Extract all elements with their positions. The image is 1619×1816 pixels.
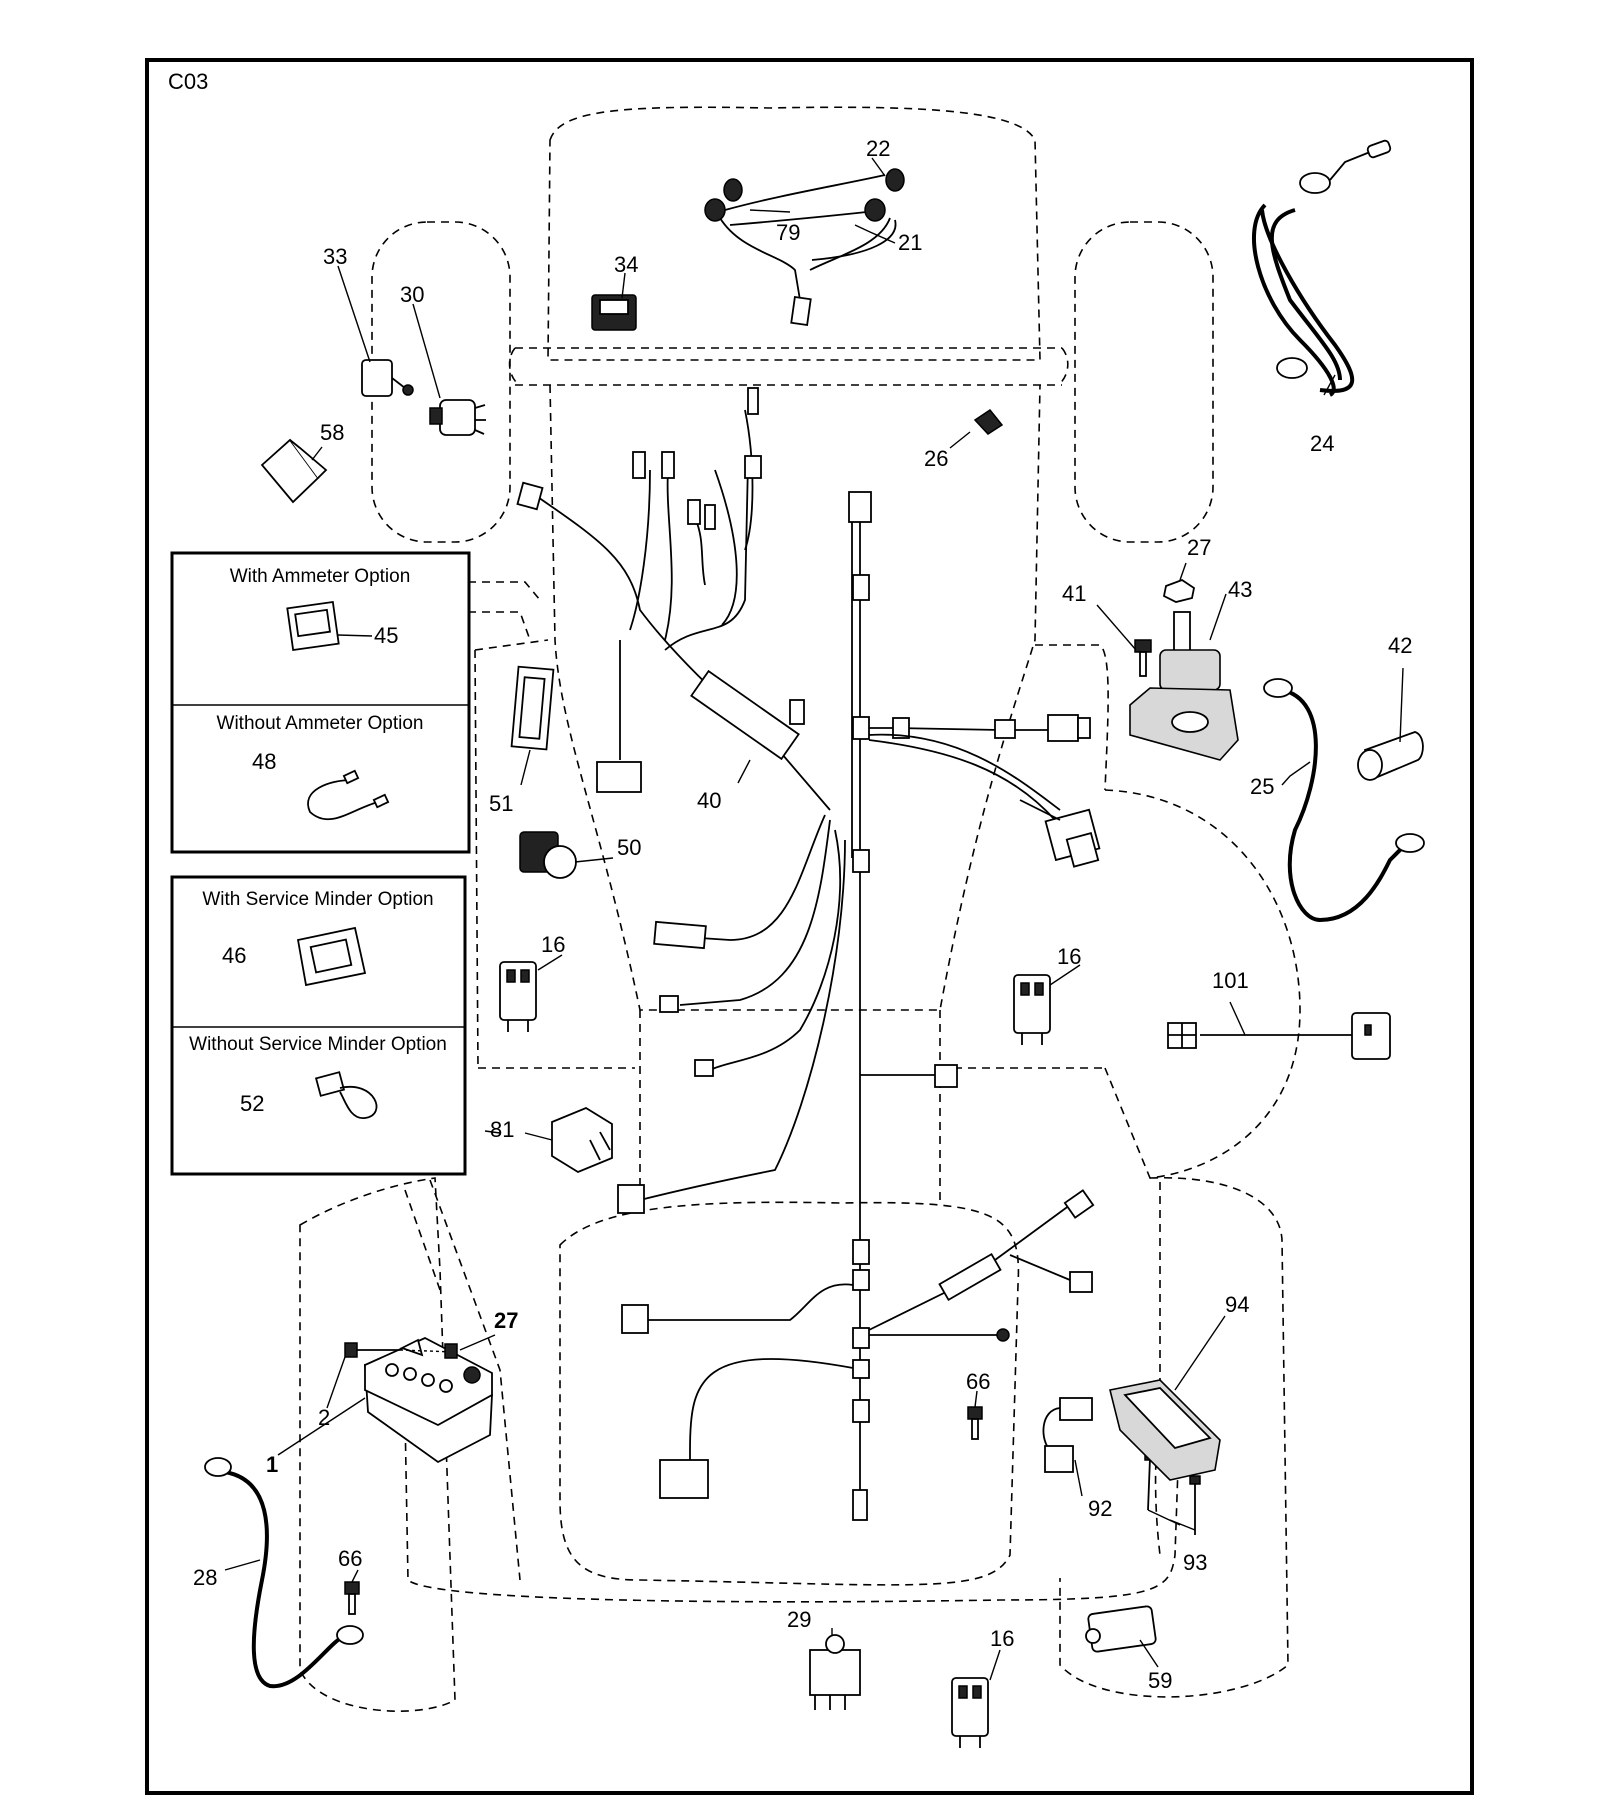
part-94-switch-assembly <box>1109 1379 1221 1481</box>
callout-51: 51 <box>489 791 513 816</box>
part-27-nut <box>1162 578 1196 603</box>
part-66-bolt-left <box>344 1581 360 1615</box>
callout-26: 26 <box>924 446 948 471</box>
callout-27-battery: 27 <box>494 1308 518 1333</box>
part-46-service-minder <box>296 926 367 987</box>
callout-1: 1 <box>266 1452 278 1477</box>
diagram-frame <box>145 58 1474 1795</box>
callout-50: 50 <box>617 835 641 860</box>
callout-94: 94 <box>1225 1292 1249 1317</box>
callout-25: 25 <box>1250 774 1274 799</box>
part-34-switch <box>591 294 637 331</box>
part-41-bolt <box>1134 639 1152 677</box>
callout-59: 59 <box>1148 1668 1172 1693</box>
callout-16-right: 16 <box>1057 944 1081 969</box>
callout-labels: 22 79 21 34 33 30 58 26 24 27 41 43 42 2… <box>193 136 1412 1693</box>
part-52-jumper-plug <box>314 1071 378 1119</box>
callout-93: 93 <box>1183 1550 1207 1575</box>
headlight-harness <box>704 168 905 327</box>
callout-2: 2 <box>318 1405 330 1430</box>
tractor-outline <box>299 106 1301 1712</box>
callout-22: 22 <box>866 136 890 161</box>
callout-41: 41 <box>1062 581 1086 606</box>
service-minder-option-box: With Service Minder Option 46 Without Se… <box>170 875 467 1176</box>
part-42-boot <box>1357 731 1424 781</box>
part-28-cable <box>204 1457 364 1689</box>
part-16-relay-bottom <box>951 1677 989 1748</box>
part-30-ignition-switch <box>429 399 486 436</box>
callout-66-right: 66 <box>966 1369 990 1394</box>
callout-45: 45 <box>374 623 398 648</box>
without-ammeter-label: Without Ammeter Option <box>217 713 424 734</box>
part-48-jumper-wire <box>307 769 390 821</box>
callout-92: 92 <box>1088 1496 1112 1521</box>
callout-48: 48 <box>252 749 276 774</box>
part-1-battery <box>364 1336 493 1464</box>
diagram-code: C03 <box>168 69 208 94</box>
callout-42: 42 <box>1388 633 1412 658</box>
callout-33: 33 <box>323 244 347 269</box>
callout-21: 21 <box>898 230 922 255</box>
part-43-solenoid <box>1129 611 1239 761</box>
part-66-bolt-right <box>967 1406 983 1440</box>
callout-81: 81 <box>490 1117 514 1142</box>
part-101-harness <box>1167 1012 1391 1060</box>
with-service-minder-label: With Service Minder Option <box>202 889 433 910</box>
callout-30: 30 <box>400 282 424 307</box>
callout-101: 101 <box>1212 968 1249 993</box>
ammeter-option-box: With Ammeter Option 45 Without Ammeter O… <box>170 551 471 854</box>
part-16-relay-left <box>499 961 537 1032</box>
part-2-bolt <box>344 1342 458 1359</box>
callout-34: 34 <box>614 252 638 277</box>
part-26-fuse <box>973 408 1004 435</box>
callout-46: 46 <box>222 943 246 968</box>
with-ammeter-label: With Ammeter Option <box>230 566 411 587</box>
callout-52: 52 <box>240 1091 264 1116</box>
part-33-key <box>361 359 414 397</box>
part-25-cable <box>1263 678 1425 923</box>
callout-79: 79 <box>776 220 800 245</box>
part-59-module <box>1085 1605 1157 1653</box>
part-58 <box>260 438 328 504</box>
callout-16-bottom: 16 <box>990 1626 1014 1651</box>
main-harness <box>516 387 1101 1521</box>
part-16-relay-right <box>1013 974 1051 1045</box>
callout-16-left: 16 <box>541 932 565 957</box>
callout-43: 43 <box>1228 577 1252 602</box>
callout-58: 58 <box>320 420 344 445</box>
callout-28: 28 <box>193 1565 217 1590</box>
callout-66-left: 66 <box>338 1546 362 1571</box>
callout-40: 40 <box>697 788 721 813</box>
callout-27-top: 27 <box>1187 535 1211 560</box>
callout-29: 29 <box>787 1607 811 1632</box>
callout-24: 24 <box>1310 431 1334 456</box>
part-29-switch <box>809 1634 861 1710</box>
part-51-label <box>510 665 555 751</box>
part-24-cable <box>1251 139 1392 397</box>
part-81-relay <box>551 1106 613 1174</box>
part-50-switch <box>519 831 577 879</box>
part-92-connector <box>1042 1397 1093 1473</box>
part-45-ammeter <box>286 600 340 652</box>
without-service-minder-label: Without Service Minder Option <box>189 1034 447 1055</box>
